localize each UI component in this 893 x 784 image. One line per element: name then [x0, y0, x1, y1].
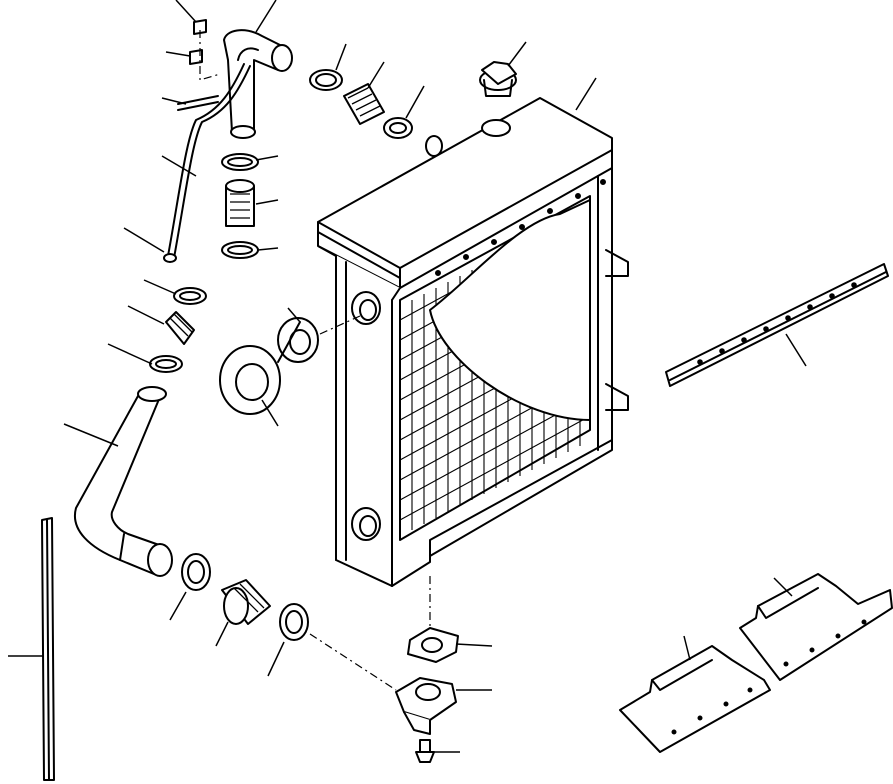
water-inlet-elbow[interactable] [223, 29, 293, 139]
bracket-icon[interactable] [177, 19, 219, 111]
hose-clamp-icon[interactable] [221, 241, 259, 259]
radiator-core[interactable] [317, 97, 629, 587]
flange-icon[interactable] [219, 317, 319, 415]
hose-clamp-icon[interactable] [383, 117, 413, 139]
hose-clamp-icon[interactable] [181, 553, 211, 591]
plate-icon[interactable] [665, 263, 889, 387]
lower-hose[interactable] [73, 386, 173, 577]
water-inlet-elbow[interactable] [395, 677, 457, 735]
hose-clamp-icon[interactable] [149, 355, 183, 373]
drain-cock-icon[interactable] [415, 739, 435, 763]
hose-clamp-icon[interactable] [173, 287, 207, 305]
rod-icon[interactable] [41, 517, 55, 781]
tube-icon[interactable] [163, 63, 251, 263]
hose-icon[interactable] [225, 179, 255, 227]
hose-icon[interactable] [221, 579, 271, 625]
rivet-row-top [435, 179, 606, 276]
hose-clamp-icon[interactable] [309, 69, 343, 91]
plate-icon[interactable] [619, 645, 771, 753]
hose-icon[interactable] [165, 311, 195, 345]
gasket-icon[interactable] [407, 627, 459, 663]
callout-leaders [8, 0, 807, 753]
hose-clamp-icon[interactable] [221, 153, 259, 171]
plate-icon[interactable] [739, 573, 893, 681]
hose-short[interactable] [343, 83, 385, 125]
hose-clamp-icon[interactable] [279, 603, 309, 641]
cap-icon[interactable] [479, 61, 517, 97]
